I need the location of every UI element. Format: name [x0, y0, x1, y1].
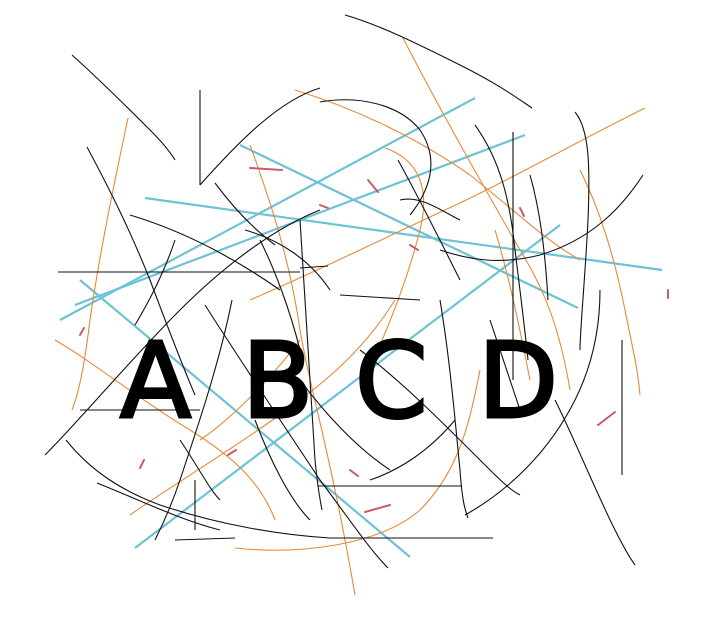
orange-noise-lines [54, 37, 646, 596]
blue-noise-lines [59, 97, 663, 558]
captcha-letter-4: D [478, 320, 558, 442]
captcha-letter-2: B [242, 320, 313, 442]
captcha-letter-1: A [120, 320, 191, 442]
black-noise-lines [44, 14, 644, 569]
captcha-letter-3: C [355, 320, 428, 442]
red-noise-dashes [79, 167, 669, 513]
